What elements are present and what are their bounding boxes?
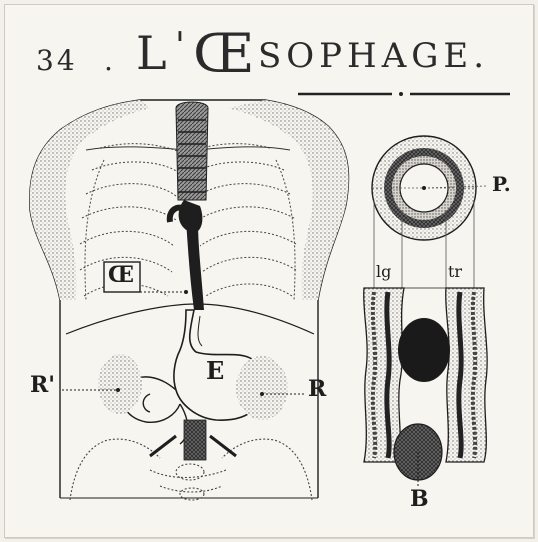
left-kidney-label: R' — [30, 372, 55, 398]
longitudinal-section — [364, 288, 487, 486]
right-kidney-pointer — [260, 392, 264, 396]
bolus-dark — [398, 318, 450, 382]
bolus-label: B — [410, 486, 429, 512]
oesophagus-pointer — [184, 290, 188, 294]
title-rule — [298, 92, 510, 96]
pharynx-pointer — [422, 186, 426, 190]
transverse-label: tr — [448, 262, 462, 281]
right-kidney-label: R — [308, 376, 326, 402]
spine-base — [150, 420, 236, 460]
kidneys — [98, 354, 288, 420]
trachea — [176, 102, 208, 200]
left-kidney-pointer — [116, 388, 120, 392]
oesophagus-label: Œ — [108, 262, 134, 288]
longitudinal-label: lg — [376, 262, 391, 281]
stomach-label: E — [206, 356, 224, 385]
pharynx-label: P. — [492, 172, 511, 196]
